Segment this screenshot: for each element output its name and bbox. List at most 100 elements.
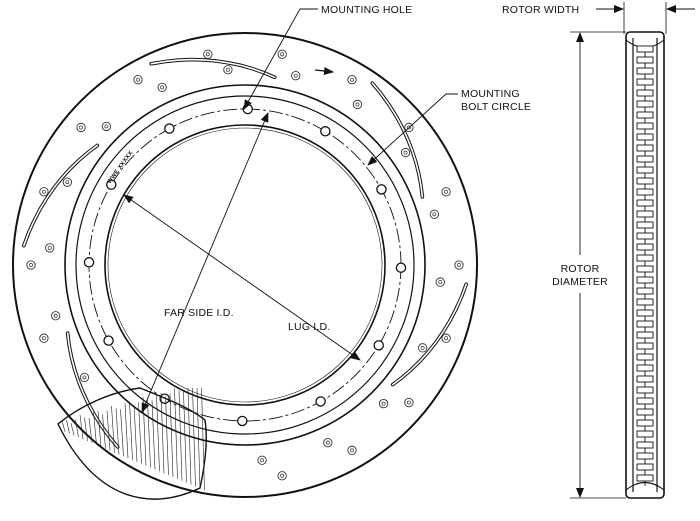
vane	[636, 111, 654, 119]
drilled-hole	[291, 71, 301, 81]
label-rotor-width: ROTOR WIDTH	[502, 4, 579, 16]
slot	[22, 143, 100, 248]
label-mounting-bolt-circle-line2: BOLT CIRCLE	[461, 101, 531, 113]
mounting-hole	[83, 257, 95, 268]
drilled-hole	[454, 260, 464, 270]
drilled-hole	[441, 333, 451, 343]
vane	[636, 386, 654, 394]
drilled-hole	[352, 99, 363, 110]
mounting-ring-outer	[75, 95, 415, 435]
friction-ring-inner-edge	[64, 84, 426, 446]
vane	[636, 166, 654, 174]
mounting-hole	[106, 179, 117, 190]
vane	[636, 144, 654, 152]
slot	[370, 81, 425, 199]
vane	[636, 56, 654, 64]
mounting-bolt-circle	[88, 108, 402, 422]
drilled-holes	[26, 49, 464, 481]
label-mounting-bolt-circle-line1: MOUNTING	[461, 88, 520, 100]
rotor-side-view	[625, 31, 665, 499]
vane	[636, 287, 654, 295]
vane	[636, 298, 654, 306]
drilled-hole	[435, 277, 445, 287]
mounting-hole	[315, 396, 326, 407]
drilled-hole	[347, 445, 357, 455]
mounting-hole	[103, 335, 114, 346]
drilled-hole	[51, 311, 61, 321]
vane	[636, 188, 654, 196]
label-rotor-diameter-line2: DIAMETER	[552, 276, 608, 288]
drilled-hole	[441, 187, 451, 197]
vane	[636, 408, 654, 416]
mounting-hole	[395, 262, 407, 273]
drilled-hole	[26, 260, 36, 270]
mounting-hole	[373, 340, 384, 351]
drilled-hole	[277, 49, 287, 59]
vane	[636, 342, 654, 350]
mounting-hole	[164, 123, 175, 134]
vane	[636, 232, 654, 240]
vane	[636, 364, 654, 372]
vane	[636, 210, 654, 218]
vane	[636, 320, 654, 328]
vane	[636, 45, 654, 53]
drilled-hole	[157, 82, 167, 93]
slot	[149, 57, 277, 80]
vane	[636, 254, 654, 262]
drilled-hole	[404, 397, 414, 408]
drilled-hole	[39, 187, 49, 197]
vane	[636, 265, 654, 273]
drilled-hole	[101, 121, 112, 132]
vane	[636, 331, 654, 339]
drilled-hole	[400, 147, 411, 158]
drilled-hole	[39, 333, 49, 343]
vane	[636, 89, 654, 97]
vane	[636, 474, 654, 482]
vane	[636, 463, 654, 471]
lug-id-line	[123, 194, 361, 361]
label-lug-id: LUG I.D.	[288, 321, 330, 333]
vane	[636, 375, 654, 383]
dimension-leaders	[123, 2, 695, 499]
vane	[636, 243, 654, 251]
drilled-hole	[277, 471, 287, 481]
vane	[636, 353, 654, 361]
drilled-hole	[257, 455, 267, 465]
drilled-hole	[429, 209, 439, 219]
vane	[636, 309, 654, 317]
lug-inner-diameter-shadow	[107, 127, 383, 403]
vane	[636, 419, 654, 427]
far-side-id-line	[141, 112, 269, 413]
drilled-hole	[76, 122, 86, 133]
mounting-hole	[376, 184, 387, 195]
rotor-face-view: WWE XXXXX	[12, 32, 478, 500]
drilled-hole	[133, 75, 143, 85]
drilled-hole	[203, 49, 213, 59]
vane	[636, 133, 654, 141]
drilled-hole	[45, 243, 55, 253]
vane	[636, 122, 654, 130]
mounting-hole	[237, 415, 248, 427]
vane	[636, 67, 654, 75]
label-far-side-id: FAR SIDE I.D.	[164, 307, 234, 319]
bolt-circle-leader	[367, 93, 458, 166]
vane	[636, 221, 654, 229]
vane	[636, 199, 654, 207]
vane	[636, 155, 654, 163]
vane	[636, 452, 654, 460]
drilled-hole	[223, 65, 233, 75]
drilled-hole	[323, 437, 333, 448]
rotation-arrow	[314, 67, 334, 75]
curved-slots	[22, 57, 468, 449]
vane	[636, 276, 654, 284]
vane	[636, 100, 654, 108]
slot	[390, 282, 468, 387]
drilled-hole	[62, 177, 73, 187]
rotor-outer-edge	[12, 32, 478, 498]
part-number-stamp: WWE XXXXX	[107, 150, 135, 185]
drilled-hole	[79, 372, 90, 383]
vane	[636, 397, 654, 405]
label-mounting-hole: MOUNTING HOLE	[321, 4, 412, 16]
mounting-hole-leader	[243, 8, 318, 110]
